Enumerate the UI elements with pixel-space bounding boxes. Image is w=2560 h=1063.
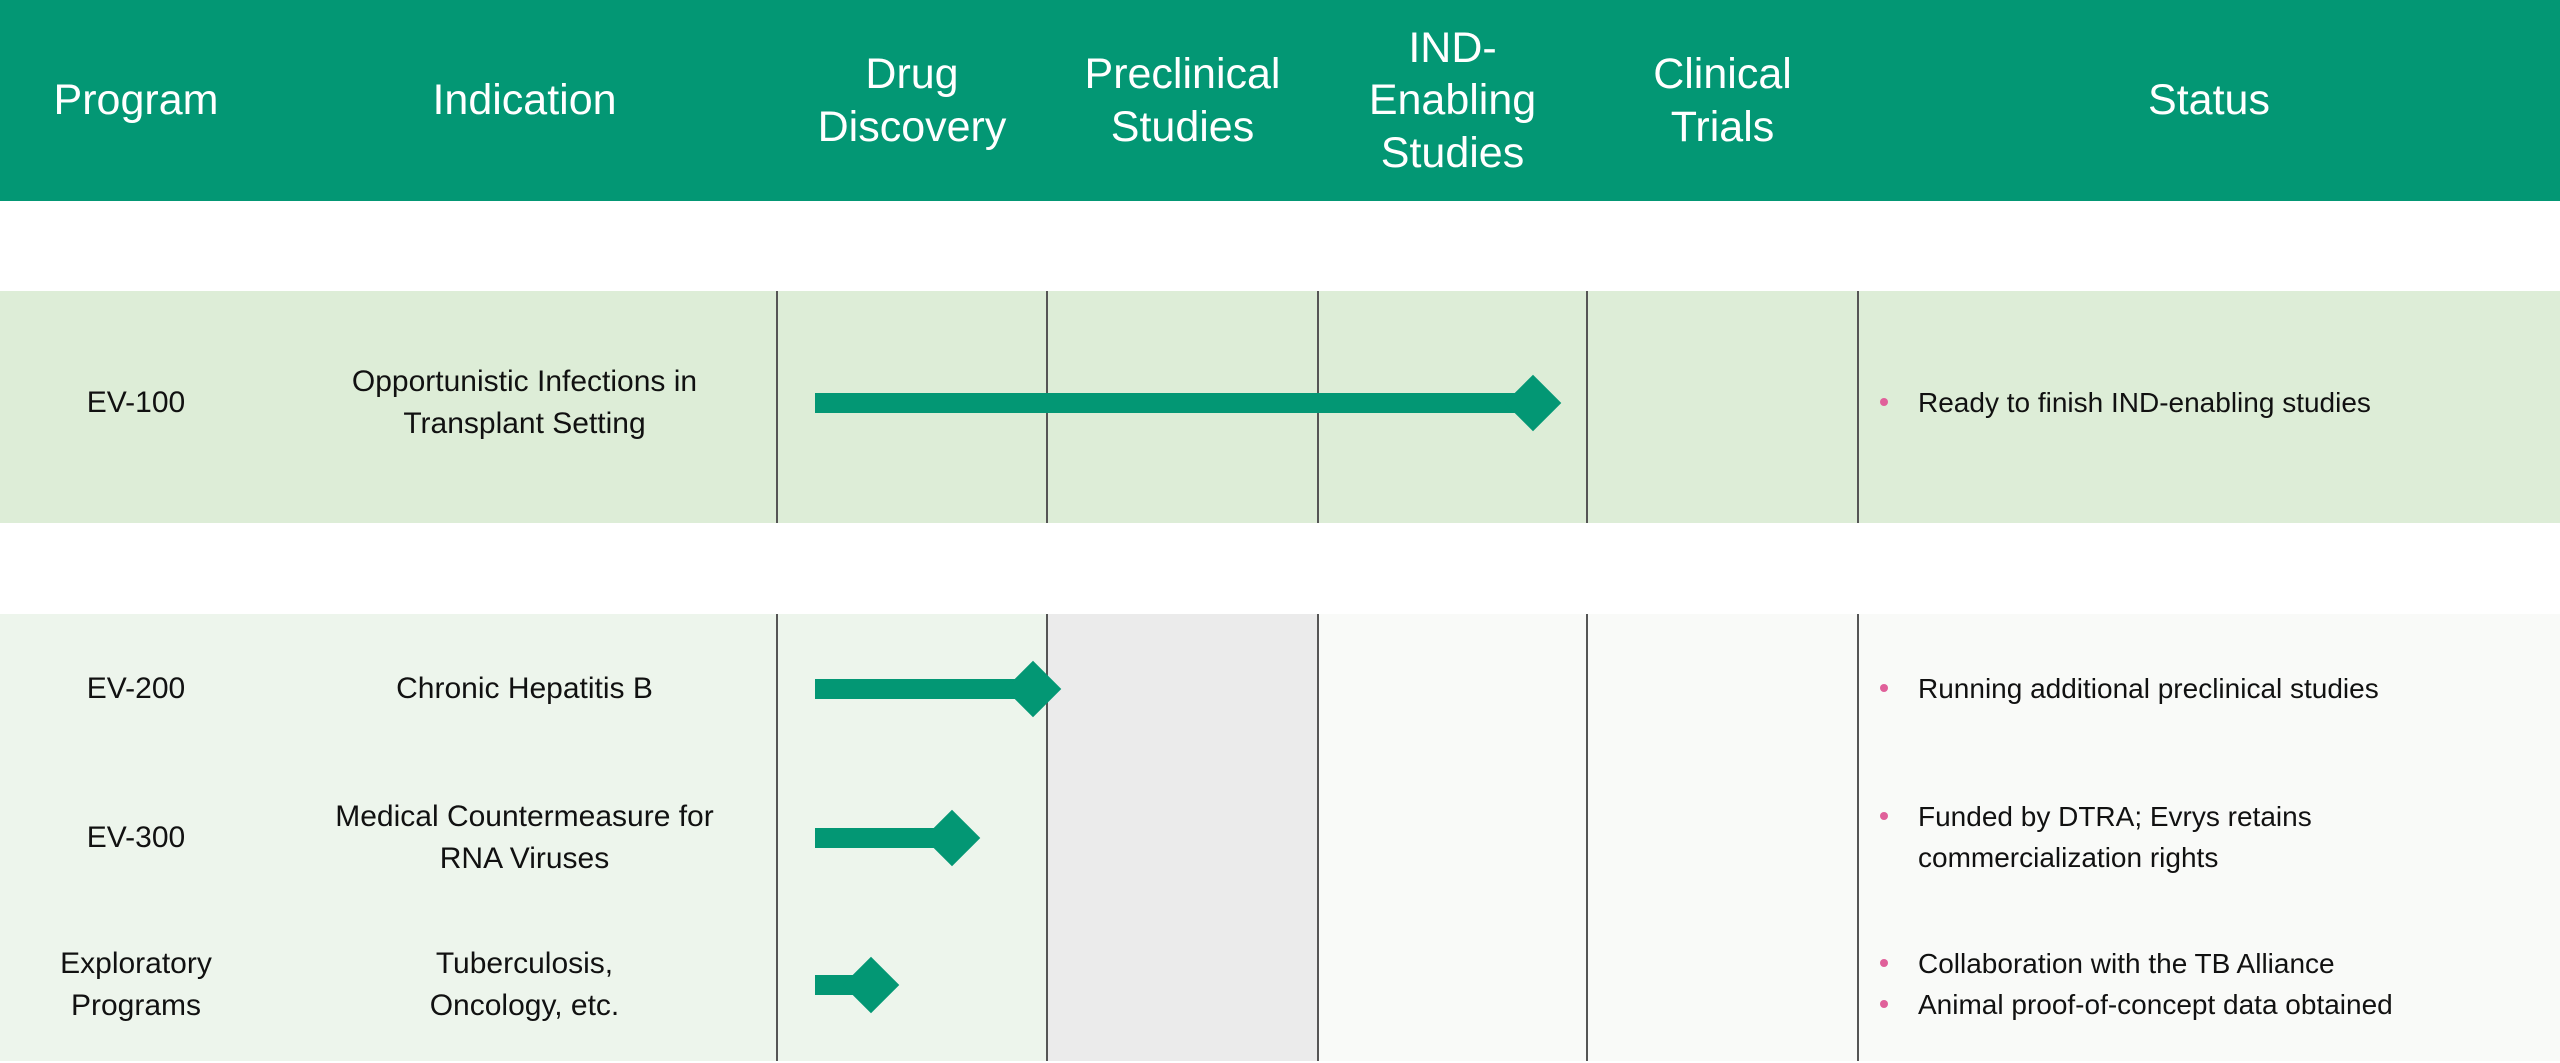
column-divider xyxy=(1857,614,1859,1061)
text-line: EV-200 xyxy=(86,672,186,705)
header-status: Status xyxy=(2148,76,2270,125)
status-list: Funded by DTRA; Evrys retains commercial… xyxy=(1878,797,2348,878)
progress-bar xyxy=(815,393,1536,413)
program-name: EV-100 xyxy=(0,343,272,463)
header-line: Enabling xyxy=(1368,76,1537,125)
status-item: Ready to finish IND-enabling studies xyxy=(1878,383,2538,424)
program-name: EV-200 xyxy=(0,629,272,749)
status-item: Funded by DTRA; Evrys retains commercial… xyxy=(1878,797,2348,878)
header-indication: Indication xyxy=(432,76,617,125)
indication: Tuberculosis, Oncology, etc. xyxy=(272,925,777,1045)
column-divider xyxy=(1586,291,1588,523)
status-item: Collaboration with the TB Alliance xyxy=(1878,944,2538,985)
text-line: Exploratory xyxy=(60,947,212,980)
header-line: IND- xyxy=(1408,23,1497,72)
program-name: EV-300 xyxy=(0,778,272,898)
progress-bar xyxy=(815,828,955,848)
preclinical-column-shade xyxy=(1047,614,1318,1061)
status-list: Running additional preclinical studies xyxy=(1878,669,2538,710)
status-item: Running additional preclinical studies xyxy=(1878,669,2538,710)
text-line: Chronic Hepatitis B xyxy=(396,672,653,705)
text-line: Tuberculosis, xyxy=(435,947,614,980)
status-item: Animal proof-of-concept data obtained xyxy=(1878,985,2538,1026)
status-list: Ready to finish IND-enabling studies xyxy=(1878,383,2538,424)
text-line: Oncology, etc. xyxy=(429,989,620,1022)
header-line: Clinical xyxy=(1653,50,1792,99)
indication: Opportunistic Infections in Transplant Se… xyxy=(272,343,777,463)
column-divider xyxy=(1586,614,1588,1061)
text-line: RNA Viruses xyxy=(439,842,610,875)
column-divider xyxy=(776,614,778,1061)
text-line: EV-300 xyxy=(86,821,186,854)
header-line: Studies xyxy=(1380,128,1525,177)
progress-bar xyxy=(815,679,1036,699)
header-program: Program xyxy=(53,76,219,125)
column-divider xyxy=(1046,614,1048,1061)
indication: Chronic Hepatitis B xyxy=(272,629,777,749)
header-line: Discovery xyxy=(817,102,1007,151)
column-divider xyxy=(776,291,778,523)
text-line: Medical Countermeasure for xyxy=(335,800,714,833)
text-line: Opportunistic Infections in xyxy=(351,365,698,398)
column-divider xyxy=(1317,614,1319,1061)
column-divider xyxy=(1857,291,1859,523)
header-line: Drug xyxy=(865,50,959,99)
text-line: Programs xyxy=(70,989,202,1022)
text-line: Transplant Setting xyxy=(403,407,646,440)
header-line: Trials xyxy=(1670,102,1775,151)
text-line: EV-100 xyxy=(86,386,186,419)
header-line: Preclinical xyxy=(1084,50,1281,99)
header-line: Studies xyxy=(1110,102,1255,151)
